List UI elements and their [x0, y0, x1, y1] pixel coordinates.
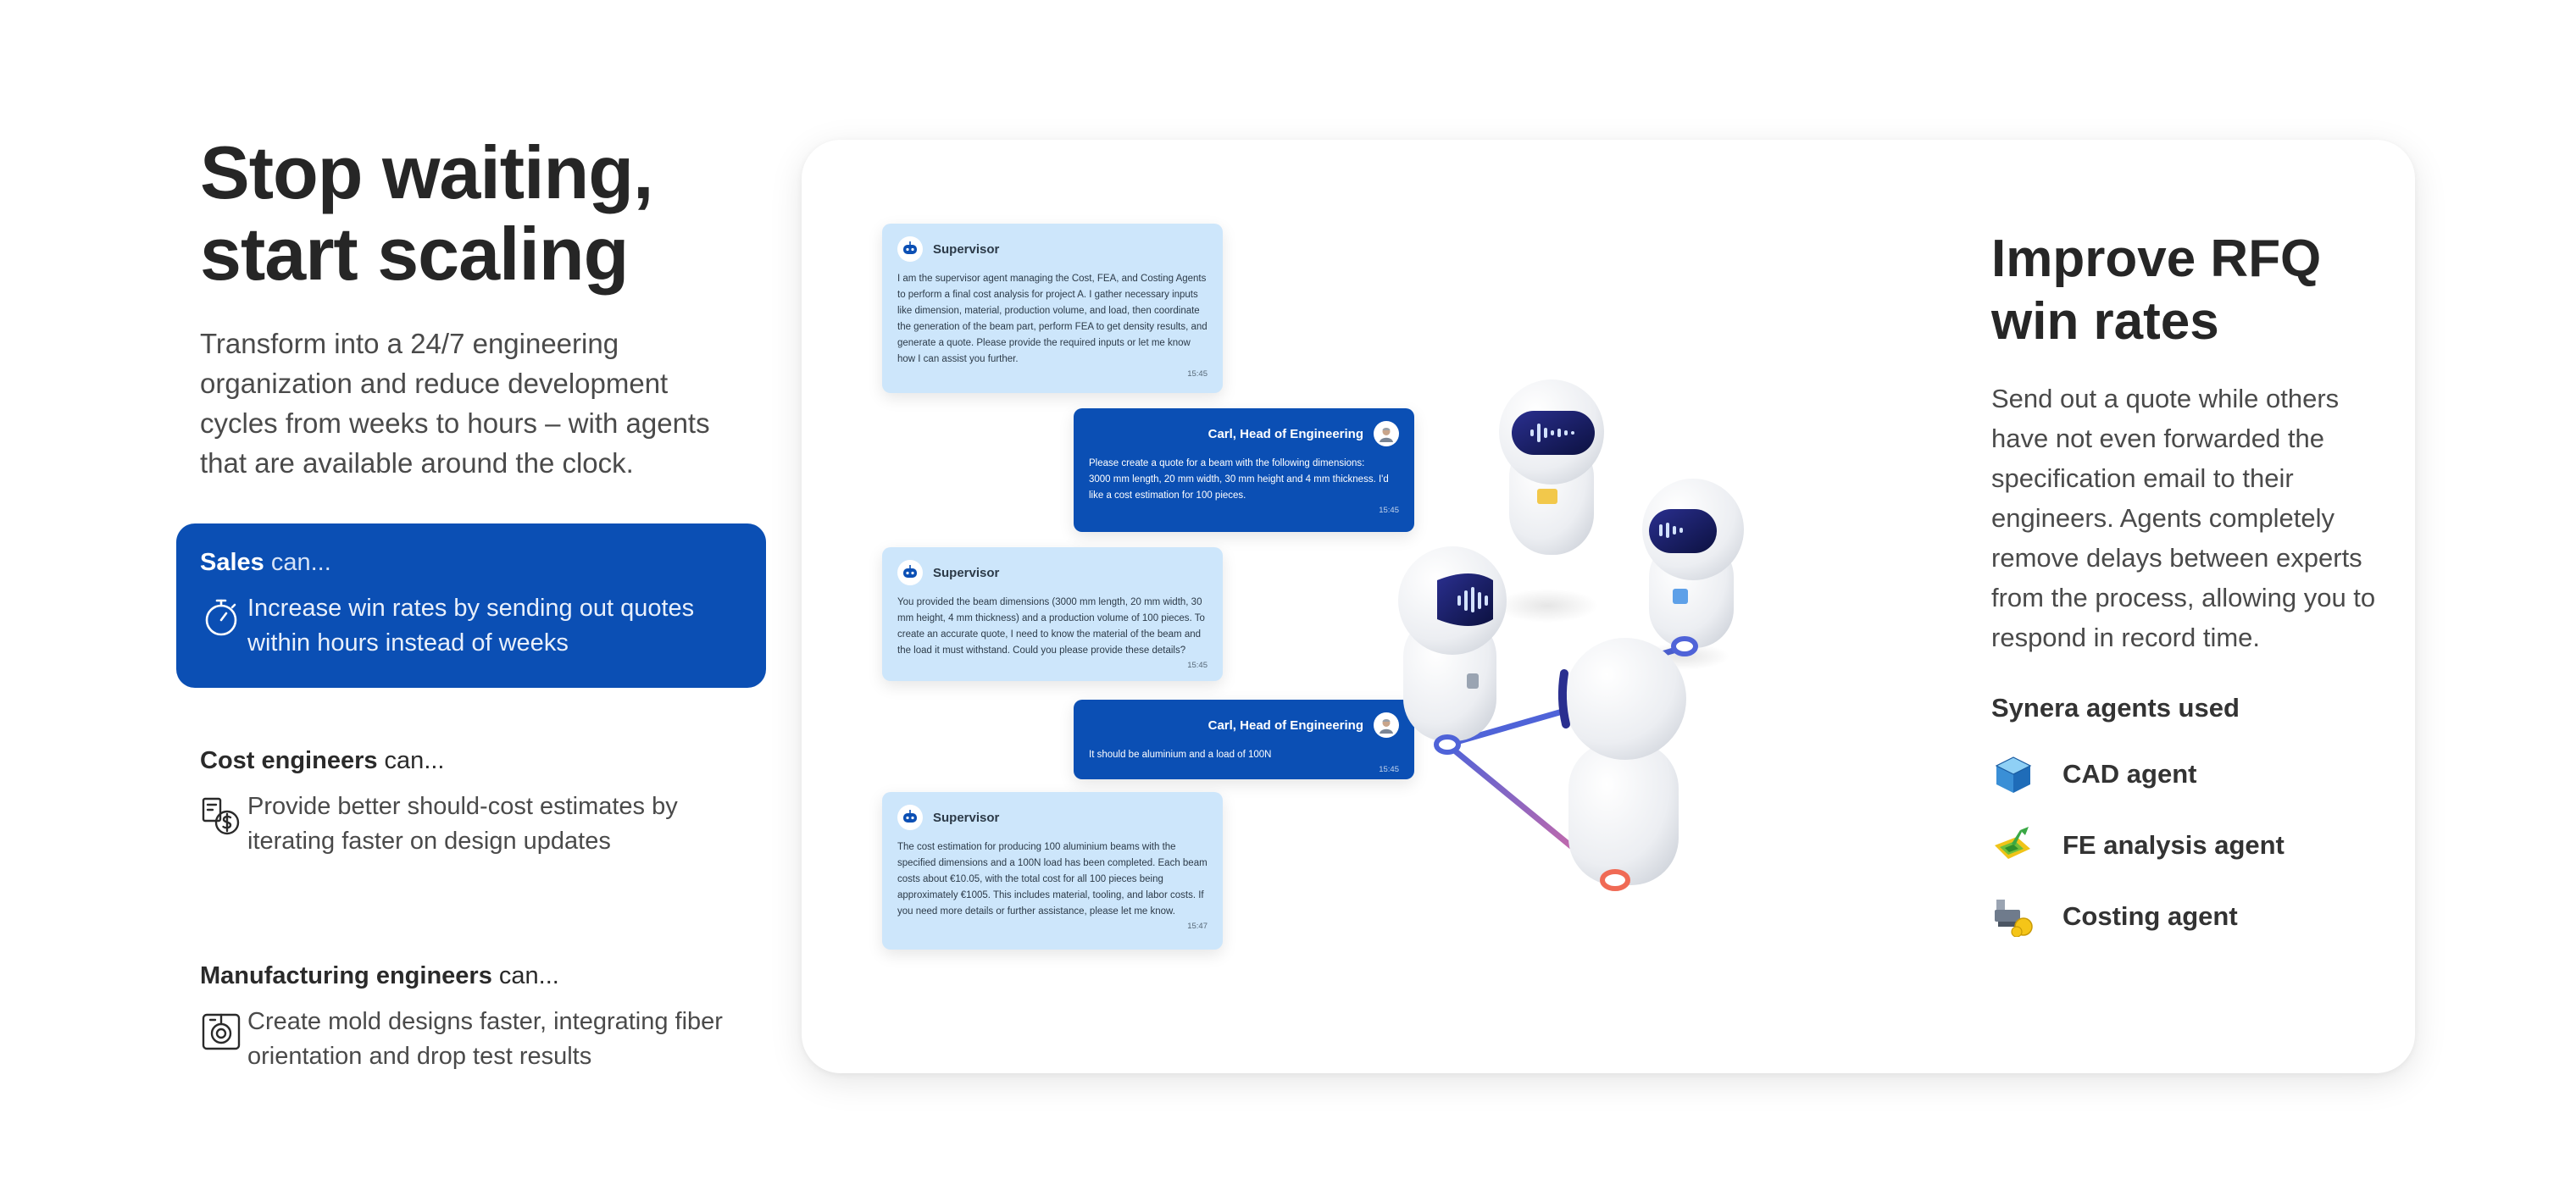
chat-message-supervisor: Supervisor I am the supervisor agent man… — [882, 224, 1223, 393]
hero-title-line1: Stop waiting, — [200, 130, 654, 214]
panel-description: Send out a quote while others have not e… — [1991, 384, 2376, 652]
panel-title-line1: Improve RFQ — [1991, 230, 2322, 288]
agent-item-fe-analysis: FE analysis agent — [1991, 827, 2390, 864]
hero-section: Stop waiting, start scaling Transform in… — [200, 132, 776, 483]
role-description: Increase win rates by sending out quotes… — [247, 595, 695, 656]
agent-label: CAD agent — [2062, 759, 2197, 789]
chat-message-user: Carl, Head of Engineering It should be a… — [1074, 700, 1414, 779]
supervisor-robot-icon — [897, 560, 923, 585]
chat-time: 15:45 — [1379, 506, 1399, 515]
agents-used-heading: Synera agents used — [1991, 693, 2240, 723]
supervisor-robot-icon — [897, 236, 923, 262]
chat-message-supervisor: Supervisor You provided the beam dimensi… — [882, 547, 1223, 681]
agent-label: Costing agent — [2062, 901, 2238, 931]
rfq-panel: Improve RFQ win rates Send out a quote w… — [1991, 228, 2390, 937]
chat-sender: Supervisor — [933, 565, 1000, 580]
user-avatar — [1374, 421, 1399, 446]
role-heading: Cost engineers can... — [200, 744, 742, 778]
agent-robots-illustration — [1398, 379, 1744, 891]
chat-sender: Carl, Head of Engineering — [1208, 717, 1363, 733]
agent-label: FE analysis agent — [2062, 830, 2285, 860]
user-avatar — [1374, 712, 1399, 738]
chat-time: 15:45 — [1379, 765, 1399, 774]
costing-icon — [1991, 896, 2035, 937]
chat-sender: Carl, Head of Engineering — [1208, 426, 1363, 441]
role-heading: Sales can... — [200, 546, 742, 579]
cad-cube-icon — [1991, 754, 2035, 795]
role-can: can... — [491, 962, 559, 989]
role-name: Sales — [200, 549, 264, 576]
chat-message-supervisor: Supervisor The cost estimation for produ… — [882, 792, 1223, 950]
agent-item-costing: Costing agent — [1991, 896, 2390, 937]
panel-title: Improve RFQ win rates — [1991, 228, 2390, 353]
chat-text: I am the supervisor agent managing the C… — [897, 274, 1208, 364]
hero-title: Stop waiting, start scaling — [200, 132, 776, 295]
role-can: can... — [377, 747, 445, 774]
cost-estimate-icon — [200, 789, 247, 859]
role-description: Provide better should-cost estimates by … — [247, 793, 678, 855]
chat-time: 15:45 — [1187, 661, 1208, 670]
panel-title-line2: win rates — [1991, 292, 2219, 351]
chat-text: The cost estimation for producing 100 al… — [897, 842, 1208, 917]
supervisor-robot-icon — [897, 805, 923, 830]
chat-message-user: Carl, Head of Engineering Please create … — [1074, 408, 1414, 532]
role-tab-manufacturing-engineers[interactable]: Manufacturing engineers can... Create mo… — [176, 937, 766, 1098]
chat-text: Please create a quote for a beam with th… — [1089, 458, 1389, 501]
chat-sender: Supervisor — [933, 241, 1000, 257]
role-list: Sales can... Increase win rates by sendi… — [176, 523, 766, 1098]
hero-subtitle: Transform into a 24/7 engineering organi… — [200, 328, 710, 479]
chat-time: 15:45 — [1187, 369, 1208, 379]
chat-text: It should be aluminium and a load of 100… — [1089, 750, 1272, 760]
role-description: Create mold designs faster, integrating … — [247, 1008, 723, 1070]
stopwatch-icon — [200, 591, 247, 661]
role-tab-sales[interactable]: Sales can... Increase win rates by sendi… — [176, 523, 766, 688]
chat-sender: Supervisor — [933, 810, 1000, 825]
agent-item-cad: CAD agent — [1991, 756, 2390, 793]
chat-time: 15:47 — [1187, 922, 1208, 931]
role-name: Manufacturing engineers — [200, 962, 492, 989]
hero-title-line2: start scaling — [200, 212, 629, 296]
role-name: Cost engineers — [200, 747, 378, 774]
role-heading: Manufacturing engineers can... — [200, 959, 742, 993]
role-tab-cost-engineers[interactable]: Cost engineers can... Provide better sho… — [176, 722, 766, 883]
role-can: can... — [264, 549, 331, 576]
showcase-card: Supervisor I am the supervisor agent man… — [802, 140, 2415, 1073]
chat-text: You provided the beam dimensions (3000 m… — [897, 597, 1205, 656]
mold-design-icon — [200, 1005, 247, 1074]
fe-analysis-icon — [1991, 825, 2035, 866]
